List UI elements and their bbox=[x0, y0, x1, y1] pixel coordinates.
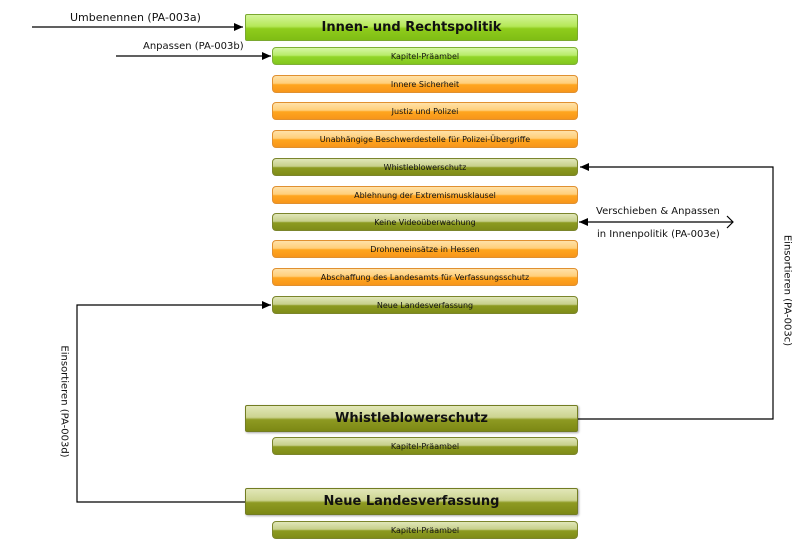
group-title-whistleblowerschutz[interactable]: Whistleblowerschutz bbox=[245, 405, 578, 432]
group-title-neue-landesverfassung[interactable]: Neue Landesverfassung bbox=[245, 488, 578, 515]
group-title-innen-rechtspolitik[interactable]: Innen- und Rechtspolitik bbox=[245, 14, 578, 41]
sort-d-connector bbox=[76, 301, 271, 503]
label-move-line1: Verschieben & Anpassen bbox=[596, 206, 720, 217]
label-rename: Umbenennen (PA-003a) bbox=[70, 11, 201, 24]
item-extremismusklausel[interactable]: Ablehnung der Extremismusklausel bbox=[272, 186, 578, 204]
whistle-item-kapitel-praeambel[interactable]: Kapitel-Präambel bbox=[272, 437, 578, 455]
label-adjust: Anpassen (PA-003b) bbox=[143, 41, 244, 52]
item-whistleblowerschutz[interactable]: Whistleblowerschutz bbox=[272, 158, 578, 176]
label-move-line2: in Innenpolitik (PA-003e) bbox=[597, 229, 720, 240]
item-drohneneinsaetze[interactable]: Drohneneinsätze in Hessen bbox=[272, 240, 578, 258]
item-verfassungsschutz[interactable]: Abschaffung des Landesamts für Verfassun… bbox=[272, 268, 578, 286]
item-justiz-polizei[interactable]: Justiz und Polizei bbox=[272, 102, 578, 120]
item-beschwerdestelle[interactable]: Unabhängige Beschwerdestelle für Polizei… bbox=[272, 130, 578, 148]
label-sort-c: Einsortieren (PA-003c) bbox=[781, 234, 793, 347]
item-innere-sicherheit[interactable]: Innere Sicherheit bbox=[272, 75, 578, 93]
label-sort-d: Einsortieren (PA-003d) bbox=[58, 345, 70, 458]
move-arrow-tail bbox=[726, 215, 734, 229]
sort-c-connector bbox=[578, 163, 774, 420]
landesverfassung-item-kapitel-praeambel[interactable]: Kapitel-Präambel bbox=[272, 521, 578, 539]
item-kapitel-praeambel[interactable]: Kapitel-Präambel bbox=[272, 47, 578, 65]
item-neue-landesverfassung[interactable]: Neue Landesverfassung bbox=[272, 296, 578, 314]
item-videoueberwachung[interactable]: Keine Videoüberwachung bbox=[272, 213, 578, 231]
